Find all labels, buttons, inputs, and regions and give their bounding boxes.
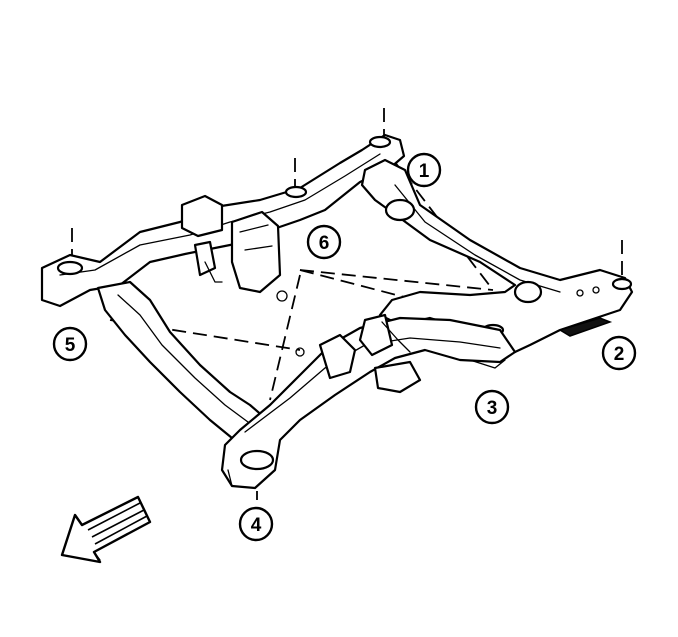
front-left-arm [96,280,270,448]
callouts: 1 2 3 4 5 6 [52,152,637,542]
callout-1: 1 [406,152,442,188]
rear-mount-brackets [180,194,288,302]
callout-2: 2 [601,335,637,371]
front-mount-brackets [295,313,422,394]
callout-6-label: 6 [319,233,330,254]
callout-4-label: 4 [251,515,262,536]
callout-2-label: 2 [614,344,625,365]
callout-5-label: 5 [65,335,76,356]
front-direction-arrow-icon [60,495,152,564]
callout-3: 3 [474,389,510,425]
callout-1-label: 1 [419,161,430,182]
callout-5: 5 [52,326,88,362]
callout-6: 6 [306,224,342,260]
callout-3-label: 3 [487,398,498,419]
callout-4: 4 [238,506,274,542]
